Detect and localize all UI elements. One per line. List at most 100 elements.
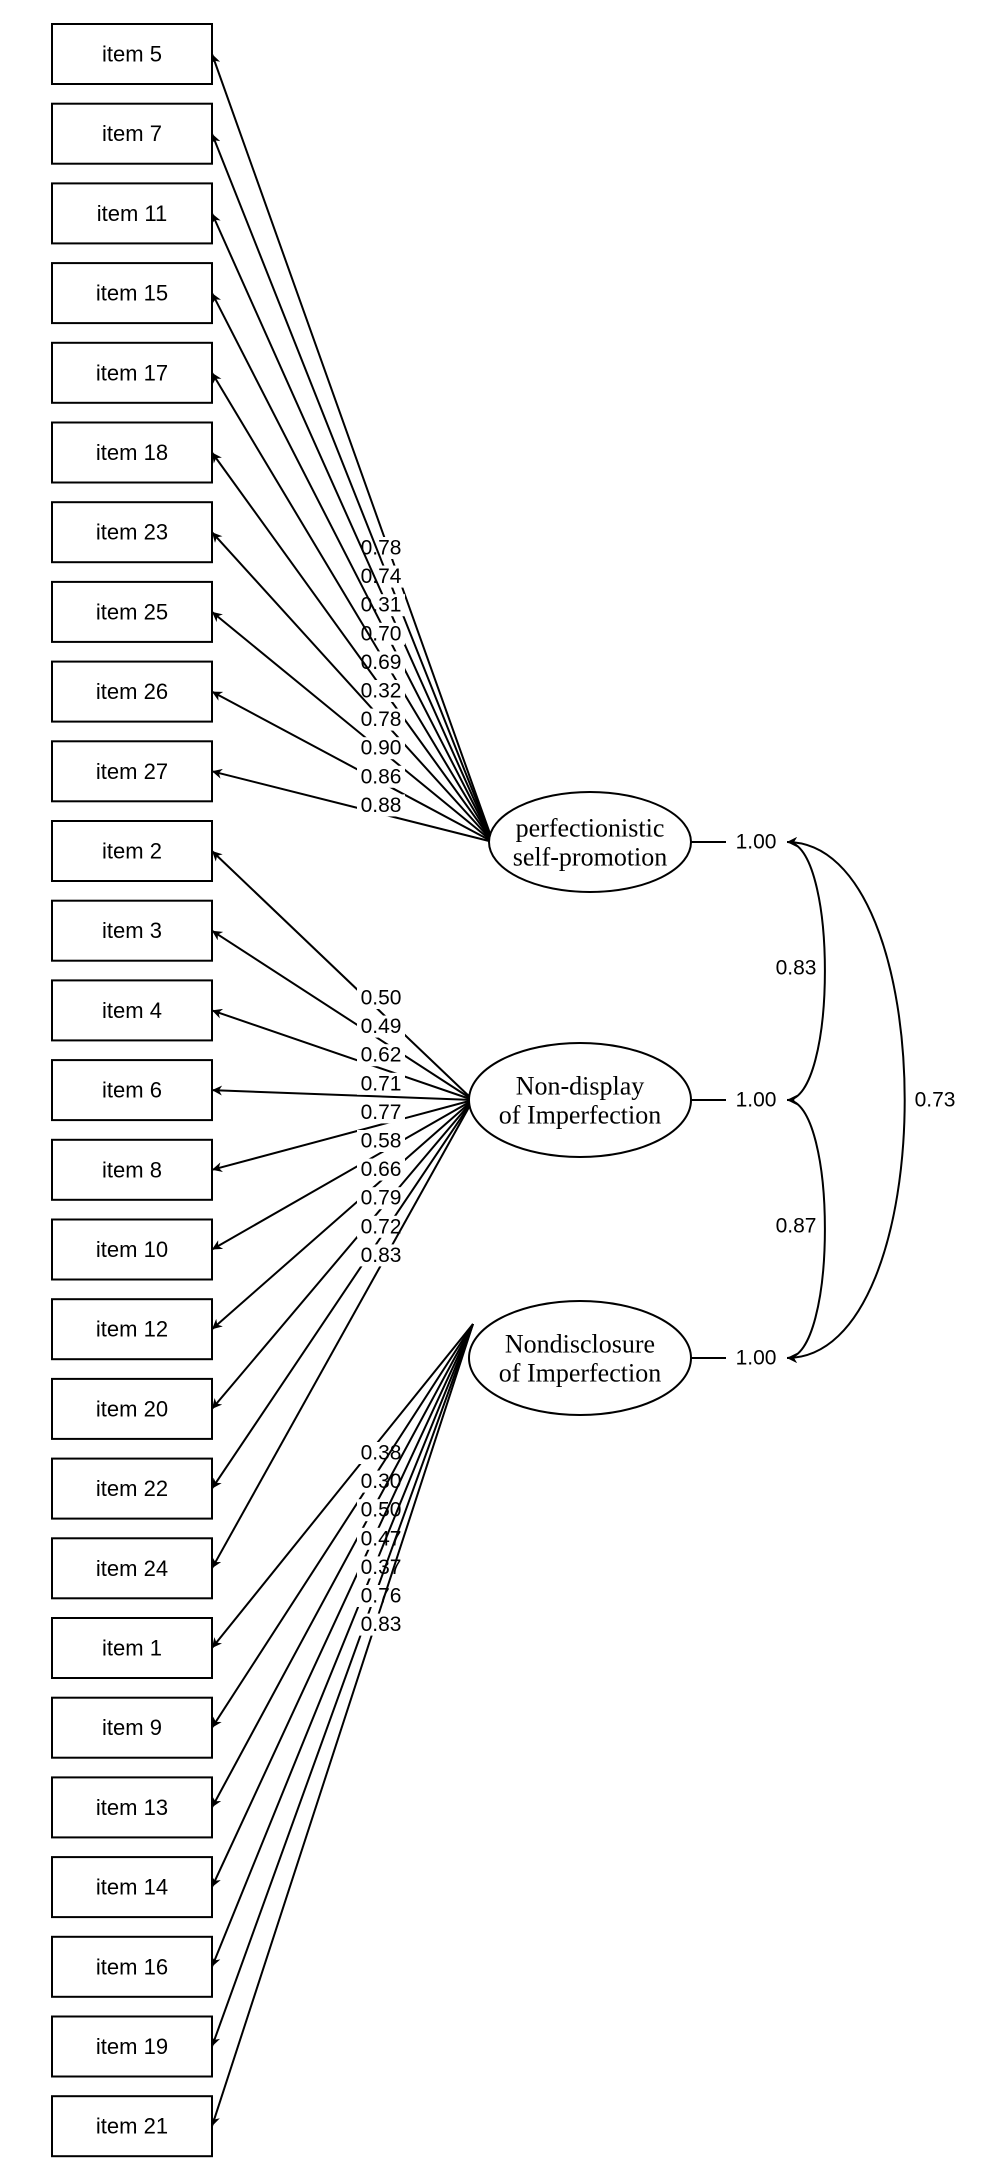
loading-label-bg bbox=[357, 680, 405, 702]
loading-label: 0.71 bbox=[361, 1072, 402, 1095]
loading-arrow bbox=[211, 451, 494, 843]
loading-arrow bbox=[210, 53, 494, 843]
loading-label-bg bbox=[357, 708, 405, 731]
loading-arrow bbox=[211, 1323, 474, 1968]
item-box bbox=[51, 1377, 213, 1440]
loading-arrow bbox=[211, 1085, 474, 1101]
item-box bbox=[51, 580, 213, 643]
loading-label: 0.49 bbox=[361, 1015, 402, 1038]
item-label: item 22 bbox=[96, 1476, 168, 1501]
item-label: item 26 bbox=[96, 679, 168, 704]
factor-correlations: 1.001.001.000.830.870.73 bbox=[691, 831, 955, 1370]
item-box bbox=[51, 1617, 213, 1679]
loading-label-bg bbox=[357, 1044, 405, 1067]
factor-variance: 1.00 bbox=[736, 1089, 777, 1112]
item-label: item 15 bbox=[96, 281, 168, 306]
loading-label: 0.70 bbox=[361, 622, 402, 645]
item-label: item 1 bbox=[102, 1636, 162, 1661]
loading-label-bg bbox=[357, 1158, 405, 1181]
loading-label-bg bbox=[357, 1101, 405, 1124]
item-box bbox=[51, 1457, 213, 1520]
correlation-label: 0.83 bbox=[776, 957, 817, 980]
factor-variance: 1.00 bbox=[736, 831, 777, 854]
item-box bbox=[51, 1935, 213, 1998]
loading-label-bg bbox=[357, 1470, 405, 1493]
loading-label: 0.78 bbox=[361, 708, 402, 731]
loading-arrow bbox=[211, 372, 494, 843]
loading-arrow bbox=[211, 1008, 474, 1101]
item-label: item 12 bbox=[96, 1317, 168, 1342]
item-box bbox=[51, 899, 213, 962]
loading-label: 0.72 bbox=[361, 1215, 402, 1238]
item-box bbox=[51, 1776, 213, 1839]
item-label: item 5 bbox=[102, 42, 162, 67]
item-label: item 23 bbox=[96, 520, 168, 545]
loading-label-bg bbox=[357, 1244, 405, 1267]
loading-label: 0.37 bbox=[361, 1556, 402, 1579]
item-box bbox=[51, 262, 213, 325]
correlation-label: 0.73 bbox=[915, 1089, 956, 1112]
loading-label: 0.78 bbox=[361, 537, 402, 560]
loading-arrow bbox=[210, 1323, 474, 2127]
item-box bbox=[51, 1138, 213, 1201]
factor-name-line1: perfectionistic bbox=[516, 814, 665, 843]
item-label: item 4 bbox=[102, 998, 162, 1023]
item-box bbox=[51, 341, 213, 404]
loading-paths: 0.780.740.310.700.690.320.780.900.860.88… bbox=[210, 53, 494, 2127]
loading-arrow bbox=[211, 850, 474, 1101]
item-label: item 25 bbox=[96, 599, 168, 624]
item-box bbox=[51, 1059, 213, 1122]
loading-arrow bbox=[211, 133, 494, 843]
loading-label-bg bbox=[357, 565, 405, 588]
loading-label-bg bbox=[357, 1015, 405, 1038]
loading-label: 0.88 bbox=[361, 794, 402, 817]
loading-label: 0.38 bbox=[361, 1442, 402, 1465]
item-box bbox=[51, 501, 213, 564]
loading-arrow bbox=[211, 531, 494, 843]
loading-arrow bbox=[211, 1323, 474, 1729]
item-label: item 8 bbox=[102, 1157, 162, 1182]
loading-label-bg bbox=[357, 737, 405, 760]
item-label: item 6 bbox=[102, 1078, 162, 1103]
factor-name-line2: of Imperfection bbox=[499, 1101, 661, 1130]
loading-label-bg bbox=[357, 1072, 405, 1095]
item-box bbox=[51, 979, 213, 1042]
factor-name-line2: of Imperfection bbox=[499, 1359, 661, 1388]
item-label: item 24 bbox=[96, 1556, 168, 1581]
item-box bbox=[51, 23, 213, 85]
loading-arrow bbox=[210, 1323, 474, 2047]
loading-label-bg bbox=[357, 651, 405, 674]
item-label: item 10 bbox=[96, 1237, 168, 1262]
item-label: item 11 bbox=[97, 201, 168, 226]
item-box bbox=[51, 1537, 213, 1600]
item-label: item 14 bbox=[96, 1875, 168, 1900]
loading-label: 0.31 bbox=[361, 594, 402, 617]
item-label: item 18 bbox=[96, 440, 168, 465]
loading-label: 0.83 bbox=[361, 1613, 402, 1636]
loading-label-bg bbox=[357, 1187, 405, 1210]
loading-arrow bbox=[211, 768, 494, 843]
loading-label-bg bbox=[357, 765, 405, 788]
item-box bbox=[51, 182, 213, 245]
item-box bbox=[51, 2095, 213, 2158]
item-label: item 7 bbox=[102, 121, 162, 146]
loading-arrow bbox=[211, 1099, 474, 1410]
item-box bbox=[51, 1856, 213, 1919]
loading-arrow bbox=[211, 1099, 474, 1490]
loading-label-bg bbox=[357, 1130, 405, 1152]
item-label: item 9 bbox=[102, 1715, 162, 1740]
loading-label: 0.77 bbox=[361, 1101, 402, 1124]
item-box bbox=[51, 421, 213, 484]
loading-label-bg bbox=[357, 537, 405, 559]
loading-label: 0.32 bbox=[361, 680, 402, 703]
item-label: item 2 bbox=[102, 839, 162, 864]
loading-label: 0.74 bbox=[361, 565, 402, 588]
loading-arrow bbox=[211, 1099, 474, 1330]
correlation-arc bbox=[786, 837, 906, 1363]
item-box bbox=[51, 1298, 213, 1361]
item-label: item 13 bbox=[96, 1795, 168, 1820]
loading-arrow bbox=[211, 1099, 474, 1251]
loading-arrow bbox=[211, 1099, 474, 1173]
loading-label: 0.62 bbox=[361, 1044, 402, 1067]
